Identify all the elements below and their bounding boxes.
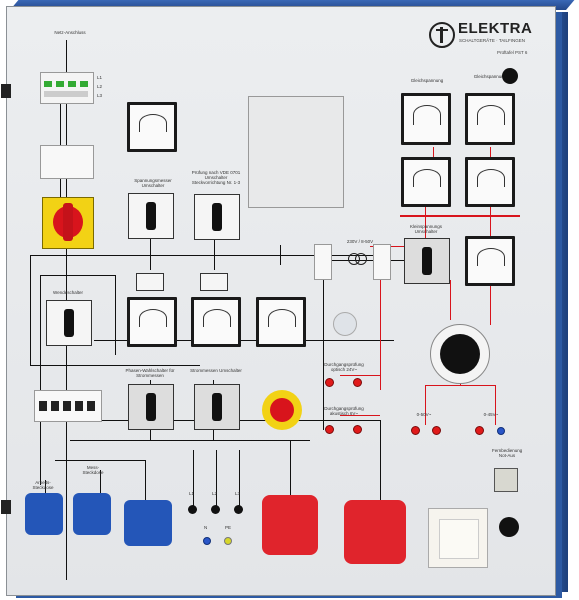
hinge-bottom xyxy=(1,500,11,514)
work-socket[interactable] xyxy=(25,493,63,535)
jack-continuity-1a[interactable] xyxy=(325,378,334,387)
dc-voltmeter xyxy=(401,93,451,145)
voltmeter-selector-switch[interactable] xyxy=(128,193,174,239)
hinge-top xyxy=(1,84,11,98)
label-pruefung: Prüfung nach VDE 0701 Umschalter Steckvo… xyxy=(191,170,241,185)
continuity-lamp xyxy=(333,312,357,336)
enclosure-side xyxy=(552,12,568,592)
voltmeter-1 xyxy=(127,102,177,152)
label-l3: L3 xyxy=(97,93,103,98)
label-tpe: PE xyxy=(225,525,232,530)
circuit-breakers[interactable] xyxy=(34,390,102,422)
jack-continuity-2a[interactable] xyxy=(325,425,334,434)
label-t1: L1 xyxy=(189,491,195,496)
elektra-logo-icon xyxy=(429,22,455,48)
rcd-breaker[interactable] xyxy=(40,145,94,179)
label-l2: L2 xyxy=(97,84,103,89)
small-selector-1[interactable] xyxy=(136,273,164,291)
jack-pe[interactable] xyxy=(224,537,232,545)
label-t3: L3 xyxy=(235,491,241,496)
jack-v45-b[interactable] xyxy=(497,427,505,435)
jack-v50-b[interactable] xyxy=(432,426,441,435)
label-trafo: 230V / 8-50V xyxy=(346,239,374,244)
ammeter-3 xyxy=(256,297,306,347)
brand-name: ELEKTRA xyxy=(458,20,533,37)
label-kleinspannung: Kleinspannungs Umschalter xyxy=(409,224,443,234)
jack-continuity-1b[interactable] xyxy=(353,378,362,387)
label-netz: Netz-Anschluss xyxy=(54,30,86,35)
emergency-stop-button[interactable] xyxy=(262,390,302,430)
light-switch[interactable] xyxy=(428,508,488,568)
label-wendeschalter: Wendeschalter xyxy=(53,290,83,295)
ac-ammeter xyxy=(465,157,515,207)
jack-v50-a[interactable] xyxy=(411,426,420,435)
main-switch[interactable] xyxy=(42,197,94,249)
label-spannungsmesser: Spannungsmesser Umschalter xyxy=(134,178,172,188)
current-measure-switch[interactable] xyxy=(194,384,240,430)
reversing-switch[interactable] xyxy=(46,300,92,346)
cee-socket-red-2[interactable] xyxy=(344,500,406,564)
jack-v45-a[interactable] xyxy=(475,426,484,435)
ac-voltmeter xyxy=(401,157,451,207)
label-durchgang2: Durchgangsprüfung akustisch 6V~ xyxy=(324,406,364,416)
cover-plate xyxy=(248,96,344,208)
label-v45: 0-45V~ xyxy=(483,412,499,417)
label-durchgang1: Durchgangsprüfung optisch 24V~ xyxy=(324,362,364,372)
measure-socket[interactable] xyxy=(73,493,111,535)
jack-l1[interactable] xyxy=(188,505,197,514)
label-t2: L2 xyxy=(212,491,218,496)
product-name: Prüftafel PST 6 xyxy=(497,50,528,55)
terminal-block xyxy=(40,72,94,104)
low-voltage-switch[interactable] xyxy=(404,238,450,284)
ammeter-2 xyxy=(191,297,241,347)
jack-l2[interactable] xyxy=(211,505,220,514)
emergency-stop-icon xyxy=(270,398,294,422)
low-voltage-meter xyxy=(465,236,515,286)
label-tn: N xyxy=(204,525,208,530)
jack-l3[interactable] xyxy=(234,505,243,514)
brand-subtitle: SCHALTGERÄTE · TAILFINGEN xyxy=(459,38,526,43)
phase-select-switch[interactable] xyxy=(128,384,174,430)
cee-socket-blue[interactable] xyxy=(124,500,172,546)
variac-dial[interactable] xyxy=(430,324,490,384)
indicator-lamp-2 xyxy=(499,517,519,537)
vde-test-switch[interactable] xyxy=(194,194,240,240)
indicator-lamp xyxy=(502,68,518,84)
jack-n[interactable] xyxy=(203,537,211,545)
label-strommessen: Strommessen Umschalter xyxy=(190,368,242,373)
ammeter-1 xyxy=(127,297,177,347)
label-mess: Mess-Steckdose xyxy=(82,465,104,475)
dc-ammeter xyxy=(465,93,515,145)
small-selector-2[interactable] xyxy=(200,273,228,291)
label-gleich1: Gleichspannung xyxy=(410,78,444,83)
cee-socket-red-1[interactable] xyxy=(262,495,318,555)
label-fern: Fernbedienung Not-Aus xyxy=(492,448,523,458)
label-phasen: Phasen-Wahlschalter für Strommessen xyxy=(125,368,175,378)
fuse-1[interactable] xyxy=(314,244,332,280)
label-l1: L1 xyxy=(97,75,103,80)
fuse-2[interactable] xyxy=(373,244,391,280)
label-arbeits: Arbeits-Steckdose xyxy=(32,480,54,490)
remote-connector[interactable] xyxy=(494,468,518,492)
label-gleich2: Gleichspannung xyxy=(473,74,507,79)
label-v50: 0-50V~ xyxy=(416,412,432,417)
jack-continuity-2b[interactable] xyxy=(353,425,362,434)
